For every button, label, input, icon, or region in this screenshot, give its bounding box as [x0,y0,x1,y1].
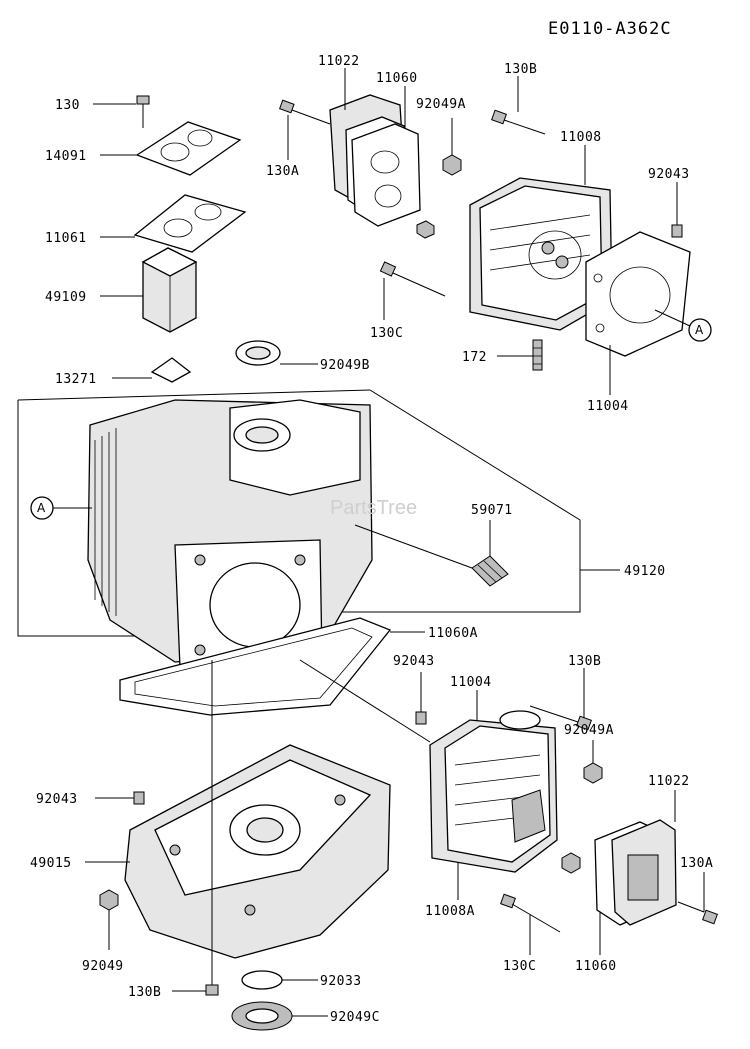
label-11008: 11008 [560,130,602,145]
nut-92049A-mid [583,762,603,784]
seal-92049B [235,340,281,366]
filter-49109 [141,247,198,333]
gasket-11060-top [351,123,421,227]
label-11008A: 11008A [425,904,475,919]
label-130C-bot: 130C [503,959,536,974]
label-130A-top: 130A [266,164,299,179]
label-92049B: 92049B [320,358,370,373]
stud-172 [532,339,543,371]
o-ring-92033 [241,970,283,990]
label-130A-mid: 130A [680,856,713,871]
label-130B-mid: 130B [568,654,601,669]
label-130B-top: 130B [504,62,537,77]
label-11061: 11061 [45,231,87,246]
label-92049A-top: 92049A [416,97,466,112]
bolt-130C-bot [500,893,561,933]
bolt-130A-mid [677,901,718,925]
head-gasket-11004-top [585,231,691,357]
cylinder-head-11008A [429,710,558,873]
spring-59071 [471,555,509,587]
clip-13271 [150,357,192,383]
svg-text:A: A [37,501,46,515]
seal-92049C [231,1001,293,1031]
label-11060A: 11060A [428,626,478,641]
label-92043-left: 92043 [36,792,78,807]
label-11060-top: 11060 [376,71,418,86]
label-11022-mid: 11022 [648,774,690,789]
label-130C-top: 130C [370,326,403,341]
bolt-130 [136,95,150,128]
plug-92049 [99,889,119,911]
label-130B-bot: 130B [128,985,161,1000]
ref-circle-a-top: A [688,318,712,342]
label-11022-top: 11022 [318,54,360,69]
label-59071: 59071 [471,503,513,518]
nut-mid-small [561,852,581,874]
svg-text:A: A [695,323,704,337]
bolt-130B-mid [529,705,592,731]
gasket-11061 [133,194,247,253]
bolt-130B-top [491,109,546,135]
crankcase-49120 [87,399,373,669]
label-92043-mid: 92043 [393,654,435,669]
dowel-92043-mid [415,711,427,725]
label-92049A-mid: 92049A [564,723,614,738]
label-92049: 92049 [82,959,124,974]
bolt-130B-bot [205,945,219,996]
cover-11022-mid [611,819,677,926]
bolt-130A-top [279,99,331,125]
label-11060-bot: 11060 [575,959,617,974]
label-92043-top: 92043 [648,167,690,182]
watermark: PartsTree [330,497,417,519]
nut-top-small [416,220,435,239]
label-49015: 49015 [30,856,72,871]
dowel-92043-top [671,224,683,238]
label-14091: 14091 [45,149,87,164]
ref-circle-a-mid: A [30,496,54,520]
diagram-code: E0110-A362C [548,19,672,39]
label-130: 130 [55,98,80,113]
label-172: 172 [462,350,487,365]
label-49120: 49120 [624,564,666,579]
label-49109: 49109 [45,290,87,305]
label-13271: 13271 [55,372,97,387]
gasket-11060A [119,617,392,716]
label-92033: 92033 [320,974,362,989]
label-11004-mid: 11004 [450,675,492,690]
nut-92049A-top [442,154,462,176]
label-92049C: 92049C [330,1010,380,1025]
dowel-92043-left [133,791,145,805]
oil-pan-49015 [124,744,391,959]
cylinder-head-11008 [469,177,613,331]
bolt-130C-top [379,261,446,297]
gasket-14091 [135,121,242,176]
label-11004-top: 11004 [587,399,629,414]
